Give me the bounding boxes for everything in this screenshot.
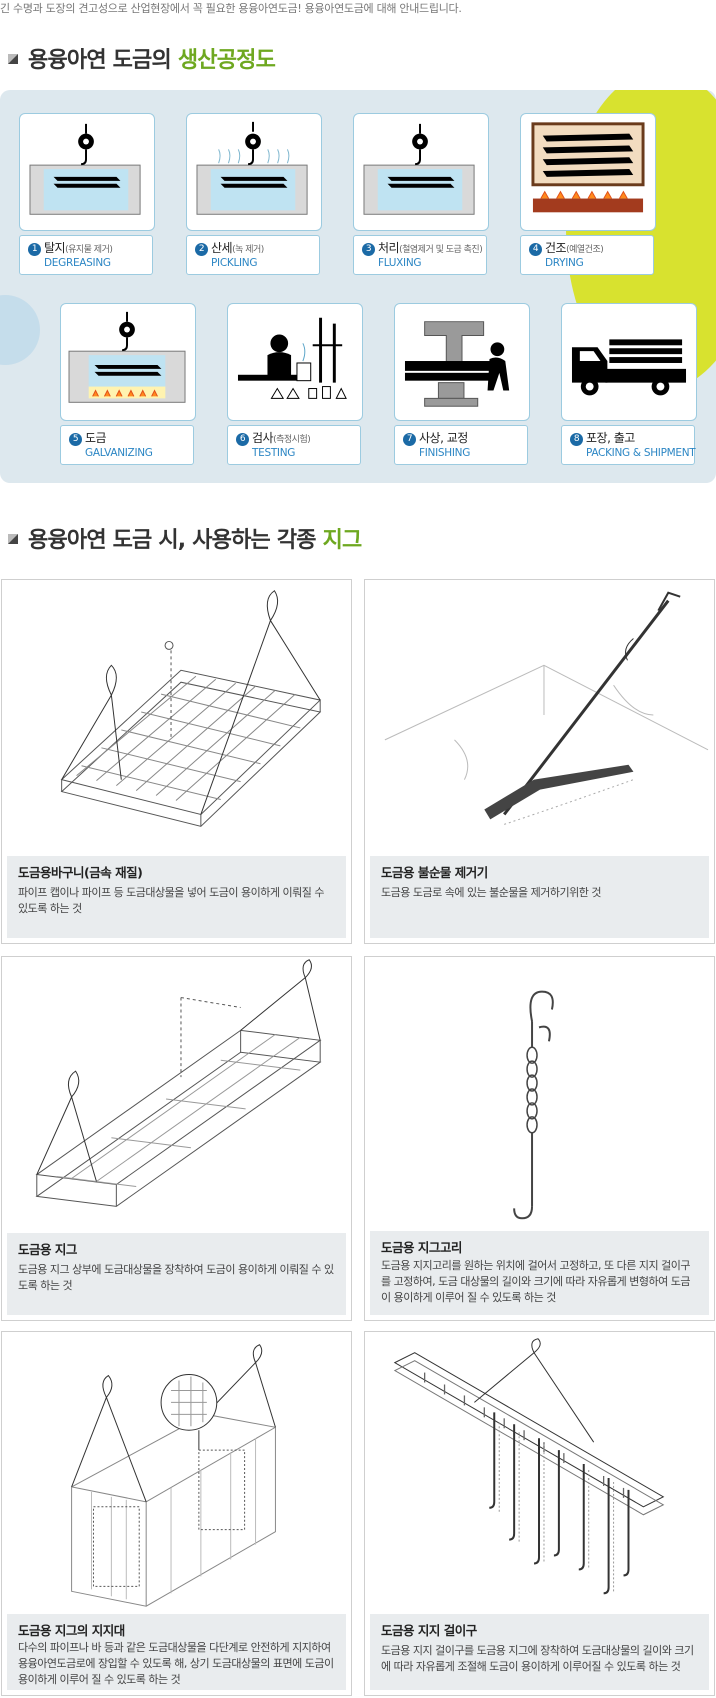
impurity-remover-illustration — [365, 580, 714, 855]
jig-body: 도금용 지지고리를 원하는 위치에 걸어서 고정하고, 또 다른 지지 걸이구를… — [381, 1259, 690, 1304]
jig-support-illustration — [2, 1332, 351, 1612]
jig-title: 도금용 지그의 지지대 — [18, 1623, 125, 1638]
jig-description: 도금용 지그의 지지대 다수의 파이프나 바 등과 같은 도금대상물을 다단계로… — [7, 1614, 346, 1690]
jig-card-jig: 도금용 지그 도금용 지그 상부에 도금대상물을 장착하여 도금이 용이하게 이… — [1, 956, 352, 1321]
jig-card-basket: 도금용바구니(금속 재질) 파이프 캡이나 파이프 등 도금대상물을 넣어 도금… — [1, 579, 352, 944]
jig-description: 도금용바구니(금속 재질) 파이프 캡이나 파이프 등 도금대상물을 넣어 도금… — [7, 856, 346, 938]
jig-hook-illustration — [365, 957, 714, 1227]
galvanizing-tank-icon — [60, 303, 196, 421]
finishing-grinder-icon — [394, 303, 530, 421]
delivery-truck-icon — [561, 303, 697, 421]
jig-title: 도금용 지그 — [18, 1242, 77, 1257]
jig-title: 도금용 지지 걸이구 — [381, 1623, 477, 1638]
pickling-tank-icon — [186, 113, 322, 231]
intro-text: 긴 수명과 도장의 견고성으로 산업현장에서 꼭 필요한 용융아연도금! 용융아… — [0, 2, 462, 15]
section-title-process: 용융아연 도금의 생산공정도 — [8, 42, 276, 74]
jig-description: 도금용 지그고리 도금용 지지고리를 원하는 위치에 걸어서 고정하고, 또 다… — [370, 1231, 709, 1315]
square-bullet-icon — [8, 534, 18, 544]
testing-lab-icon — [227, 303, 363, 421]
jig-description: 도금용 불순물 제거기 도금용 도금로 속에 있는 불순물을 제거하기위한 것 — [370, 856, 709, 938]
jig-title: 도금용 지그고리 — [381, 1240, 462, 1255]
fluxing-tank-icon — [353, 113, 489, 231]
degreasing-tank-icon — [19, 113, 155, 231]
jig-body: 파이프 캡이나 파이프 등 도금대상물을 넣어 도금이 용이하게 이뤄질 수 있… — [18, 886, 324, 915]
jig-body: 다수의 파이프나 바 등과 같은 도금대상물을 다단계로 안전하게 지지하여 용… — [18, 1641, 334, 1686]
jig-description: 도금용 지지 걸이구 도금용 지지 걸이구를 도금용 지그에 장착하여 도금대상… — [370, 1614, 709, 1690]
jig-title: 도금용바구니(금속 재질) — [18, 865, 143, 880]
plating-jig-illustration — [2, 957, 351, 1232]
support-hanger-illustration — [365, 1332, 714, 1612]
jig-body: 도금용 도금로 속에 있는 불순물을 제거하기위한 것 — [381, 886, 602, 899]
jig-card-hanger: 도금용 지지 걸이구 도금용 지지 걸이구를 도금용 지그에 장착하여 도금대상… — [364, 1331, 715, 1696]
section-title-jigs: 용융아연 도금 시, 사용하는 각종 지그 — [8, 522, 362, 554]
jig-card-hook: 도금용 지그고리 도금용 지지고리를 원하는 위치에 걸어서 고정하고, 또 다… — [364, 956, 715, 1321]
jig-body: 도금용 지지 걸이구를 도금용 지그에 장착하여 도금대상물의 길이와 크기에 … — [381, 1644, 694, 1673]
jig-description: 도금용 지그 도금용 지그 상부에 도금대상물을 장착하여 도금이 용이하게 이… — [7, 1233, 346, 1315]
square-bullet-icon — [8, 54, 18, 64]
jig-card-impurity-remover: 도금용 불순물 제거기 도금용 도금로 속에 있는 불순물을 제거하기위한 것 — [364, 579, 715, 944]
jig-title: 도금용 불순물 제거기 — [381, 865, 488, 880]
jig-card-support: 도금용 지그의 지지대 다수의 파이프나 바 등과 같은 도금대상물을 다단계로… — [1, 1331, 352, 1696]
jig-body: 도금용 지그 상부에 도금대상물을 장착하여 도금이 용이하게 이뤄질 수 있도… — [18, 1263, 334, 1292]
metal-basket-illustration — [2, 580, 351, 855]
drying-oven-icon — [520, 113, 656, 231]
decor-circle-blue — [0, 295, 40, 365]
